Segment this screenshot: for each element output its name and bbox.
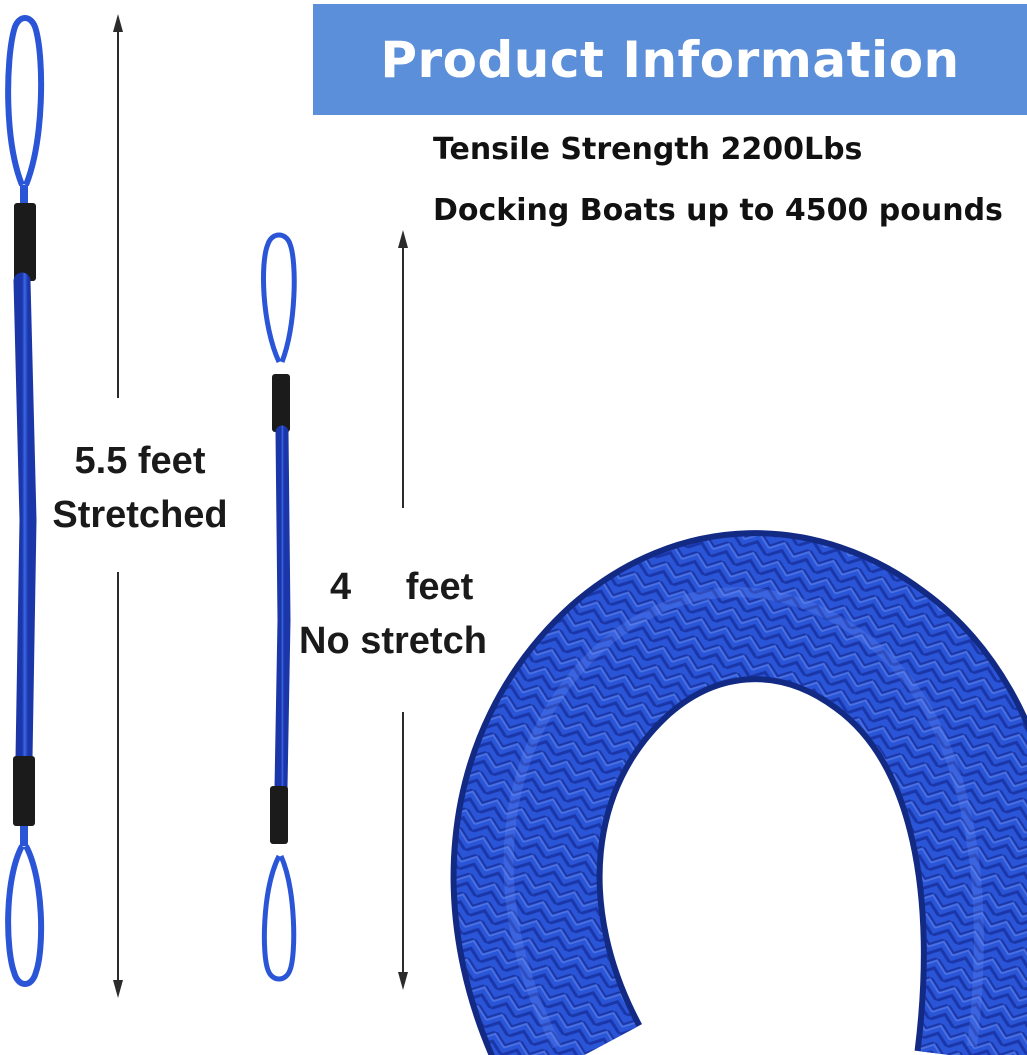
- unstretched-length-value: 4: [330, 566, 352, 608]
- banner-title: Product Information: [380, 30, 960, 89]
- spec-docking-capacity: Docking Boats up to 4500 pounds: [433, 193, 1003, 228]
- stretched-length-label: 5.5 feet Stretched: [40, 434, 240, 542]
- rope-sleeve-top: [14, 203, 36, 281]
- rope-closeup: [450, 530, 1027, 1055]
- unstretched-rope: [261, 232, 297, 982]
- rope-sleeve-top: [272, 374, 290, 432]
- rope-sleeve-bottom: [13, 756, 35, 826]
- unstretched-length-line: 4 feet: [299, 560, 487, 614]
- unstretched-state: No stretch: [299, 620, 487, 662]
- rope-sleeve-bottom: [270, 786, 288, 844]
- stretched-rope: [5, 15, 45, 987]
- product-info-banner: Product Information: [313, 4, 1027, 115]
- unstretched-length-unit: feet: [405, 566, 474, 608]
- unstretched-length-label: 4 feet No stretch: [299, 560, 487, 668]
- spec-tensile-strength: Tensile Strength 2200Lbs: [433, 132, 863, 167]
- stretched-measure-arrow: [113, 14, 123, 998]
- stretched-state: Stretched: [52, 494, 228, 536]
- unstretched-measure-arrow: [398, 230, 408, 990]
- stretched-length-value: 5.5 feet: [74, 440, 206, 482]
